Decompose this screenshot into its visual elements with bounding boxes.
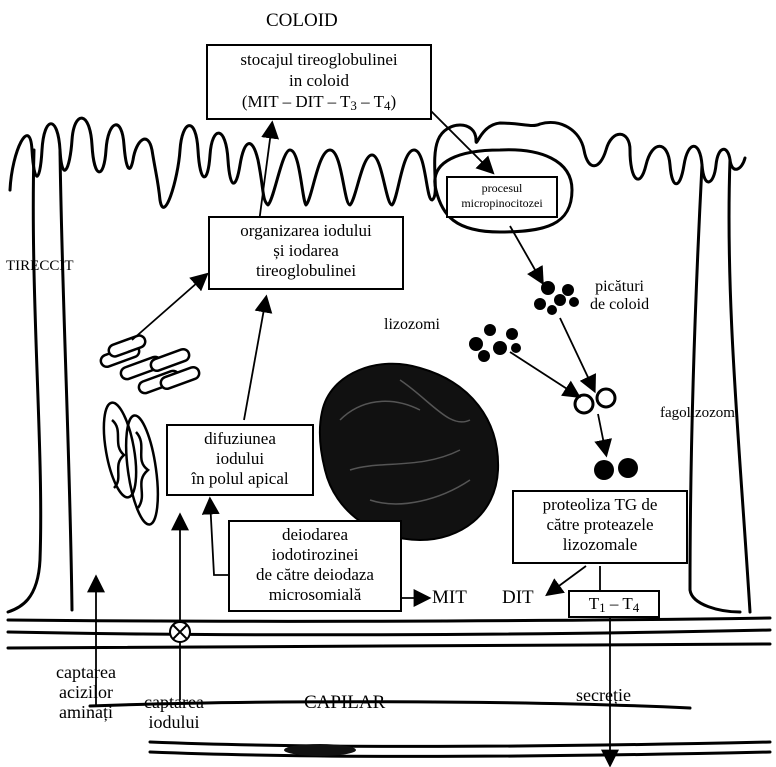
deiodination-line1: deiodarea <box>234 525 396 545</box>
deiodination-line3: de către deiodaza <box>234 565 396 585</box>
capillary-wall-bottom <box>150 742 770 747</box>
colloid-droplets-label-line2: de coloid <box>590 296 649 314</box>
colloid-droplets-label: picături de coloid <box>590 278 649 314</box>
t4-letter: – T <box>606 594 633 613</box>
mitochondria <box>98 400 164 526</box>
diffusion-line3: în polul apical <box>172 469 308 489</box>
basal-membrane <box>8 618 770 621</box>
storage-line2: in coloid <box>212 70 426 91</box>
arrow-phagolysosome-down <box>598 414 606 454</box>
t4-sub: 4 <box>633 600 640 615</box>
diffusion-line1: difuziunea <box>172 429 308 449</box>
proteolysis-line2: către proteazele <box>518 515 682 535</box>
endoplasmic-reticulum <box>99 334 201 395</box>
phagolysosome-dark <box>594 458 638 480</box>
storage-formula-a: (MIT – DIT – T <box>242 92 351 111</box>
arrow-diffusion-to-organize <box>244 298 266 420</box>
deiodination-box: deiodarea iodotirozinei de către deiodaz… <box>228 520 402 612</box>
deiodination-line2: iodotirozinei <box>234 545 396 565</box>
organization-line2: și iodarea <box>214 241 398 261</box>
nucleus <box>320 364 498 540</box>
secretion-label: secreție <box>576 684 631 706</box>
iodine-capture-line1: captarea <box>144 692 204 712</box>
deiodination-line4: microsomială <box>234 585 396 605</box>
arrow-er-to-organize <box>132 275 206 340</box>
iodine-capture-line2: iodului <box>144 712 204 732</box>
diffusion-line2: iodului <box>172 449 308 469</box>
cell-wall-left-inner <box>60 150 72 610</box>
lysosomes <box>469 324 521 362</box>
colloid-droplets <box>534 281 579 315</box>
amino-acid-capture-label: captarea acizilor aminați <box>56 662 116 722</box>
arrow-pinocytosis-to-droplets <box>510 226 542 282</box>
basal-membrane-3 <box>8 644 770 648</box>
phagolysosome-label: fagolizozom <box>660 402 735 424</box>
arrow-storage-to-pinocytosis <box>430 110 492 172</box>
capillary-label: CAPILAR <box>304 692 385 714</box>
colloid-droplets-label-line1: picături <box>590 278 649 296</box>
iodine-pump-icon <box>170 622 190 642</box>
cell-wall-right <box>690 165 740 612</box>
colloid-label: COLOID <box>266 10 338 32</box>
phagolysosome-outlined <box>575 389 615 413</box>
arrow-deiodination-to-diffusion <box>210 500 228 575</box>
iodine-capture-label: captarea iodului <box>144 692 204 732</box>
storage-line3: (MIT – DIT – T3 – T4) <box>212 91 426 116</box>
arrow-droplets-to-phagolysosome <box>560 318 594 390</box>
basal-membrane-2 <box>8 630 770 635</box>
storage-line1: stocajul tireoglobulinei <box>212 49 426 70</box>
micropinocytosis-box: procesul micropinocitozei <box>446 176 558 218</box>
dit-label: DIT <box>502 587 534 609</box>
capillary-wall-bottom-2 <box>150 752 770 757</box>
iodine-organization-box: organizarea iodului și iodarea tireoglob… <box>208 216 404 290</box>
organization-line3: tireoglobulinei <box>214 261 398 281</box>
cell-wall-left <box>8 150 41 612</box>
storage-formula-c: ) <box>391 92 397 111</box>
t1-t4-text: T1 – T4 <box>574 594 654 618</box>
proteolysis-box: proteoliza TG de către proteazele lizozo… <box>512 490 688 564</box>
organization-line1: organizarea iodului <box>214 221 398 241</box>
lysosomes-label: lizozomi <box>384 314 440 336</box>
capillary-nucleus <box>284 744 356 756</box>
t1-t4-box: T1 – T4 <box>568 590 660 618</box>
t1-letter: T <box>589 594 599 613</box>
apical-membrane <box>10 118 745 207</box>
proteolysis-line1: proteoliza TG de <box>518 495 682 515</box>
amino-acid-capture-line1: captarea <box>56 662 116 682</box>
micropinocytosis-line1: procesul <box>452 181 552 196</box>
arrow-lysosomes-to-phagolysosome <box>510 352 578 396</box>
amino-acid-capture-line2: acizilor <box>56 682 116 702</box>
proteolysis-line3: lizozomale <box>518 535 682 555</box>
storage-formula-b: – T <box>357 92 384 111</box>
micropinocytosis-line2: micropinocitozei <box>452 196 552 211</box>
thyrocyte-label: TIRECCIT <box>6 258 74 274</box>
mit-label: MIT <box>432 587 467 609</box>
iodine-diffusion-box: difuziunea iodului în polul apical <box>166 424 314 496</box>
thyroglobulin-storage-box: stocajul tireoglobulinei in coloid (MIT … <box>206 44 432 120</box>
amino-acid-capture-line3: aminați <box>56 702 116 722</box>
cell-wall-right-outer <box>729 160 750 612</box>
